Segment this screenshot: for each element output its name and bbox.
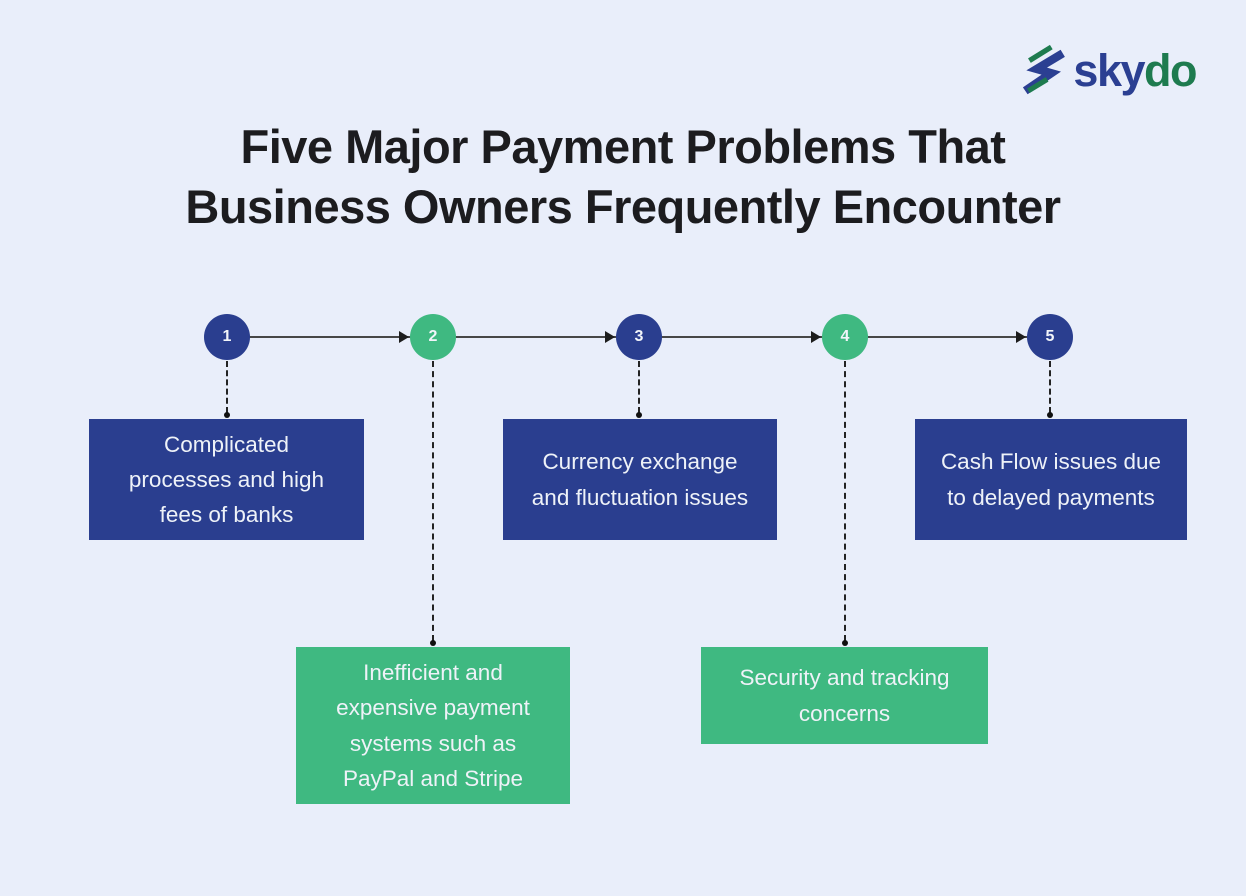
connector-end-dot — [1047, 412, 1053, 418]
dashed-connector-2 — [432, 361, 434, 641]
arrow-right-icon — [811, 331, 821, 343]
problem-box-5: Cash Flow issues due to delayed payments — [915, 419, 1187, 540]
arrow-right-icon — [399, 331, 409, 343]
dashed-connector-4 — [844, 361, 846, 641]
page-title: Five Major Payment Problems That Busines… — [0, 117, 1246, 236]
logo-text-sky: sky — [1073, 44, 1145, 96]
problem-box-4: Security and tracking concerns — [701, 647, 988, 744]
step-circle-3: 3 — [616, 314, 662, 360]
page-title-line2: Business Owners Frequently Encounter — [185, 179, 1061, 233]
dashed-connector-1 — [226, 361, 228, 413]
dashed-connector-5 — [1049, 361, 1051, 413]
arrow-right-icon — [1016, 331, 1026, 343]
step-circle-4: 4 — [822, 314, 868, 360]
skydo-logo: skydo — [1019, 44, 1197, 96]
problem-box-3: Currency exchange and fluctuation issues — [503, 419, 777, 540]
connector-end-dot — [842, 640, 848, 646]
logo-text-do: do — [1144, 44, 1197, 96]
connector-end-dot — [430, 640, 436, 646]
step-circle-2: 2 — [410, 314, 456, 360]
connector-end-dot — [224, 412, 230, 418]
problem-box-1: Complicated processes and high fees of b… — [89, 419, 364, 540]
dashed-connector-3 — [638, 361, 640, 413]
skydo-wordmark: skydo — [1073, 44, 1197, 96]
connector-end-dot — [636, 412, 642, 418]
skydo-mark-icon — [1023, 44, 1066, 95]
arrow-right-icon — [605, 331, 615, 343]
problem-box-2: Inefficient and expensive payment system… — [296, 647, 570, 804]
step-circle-1: 1 — [204, 314, 250, 360]
page-title-line1: Five Major Payment Problems That — [240, 120, 1006, 173]
step-circle-5: 5 — [1027, 314, 1073, 360]
